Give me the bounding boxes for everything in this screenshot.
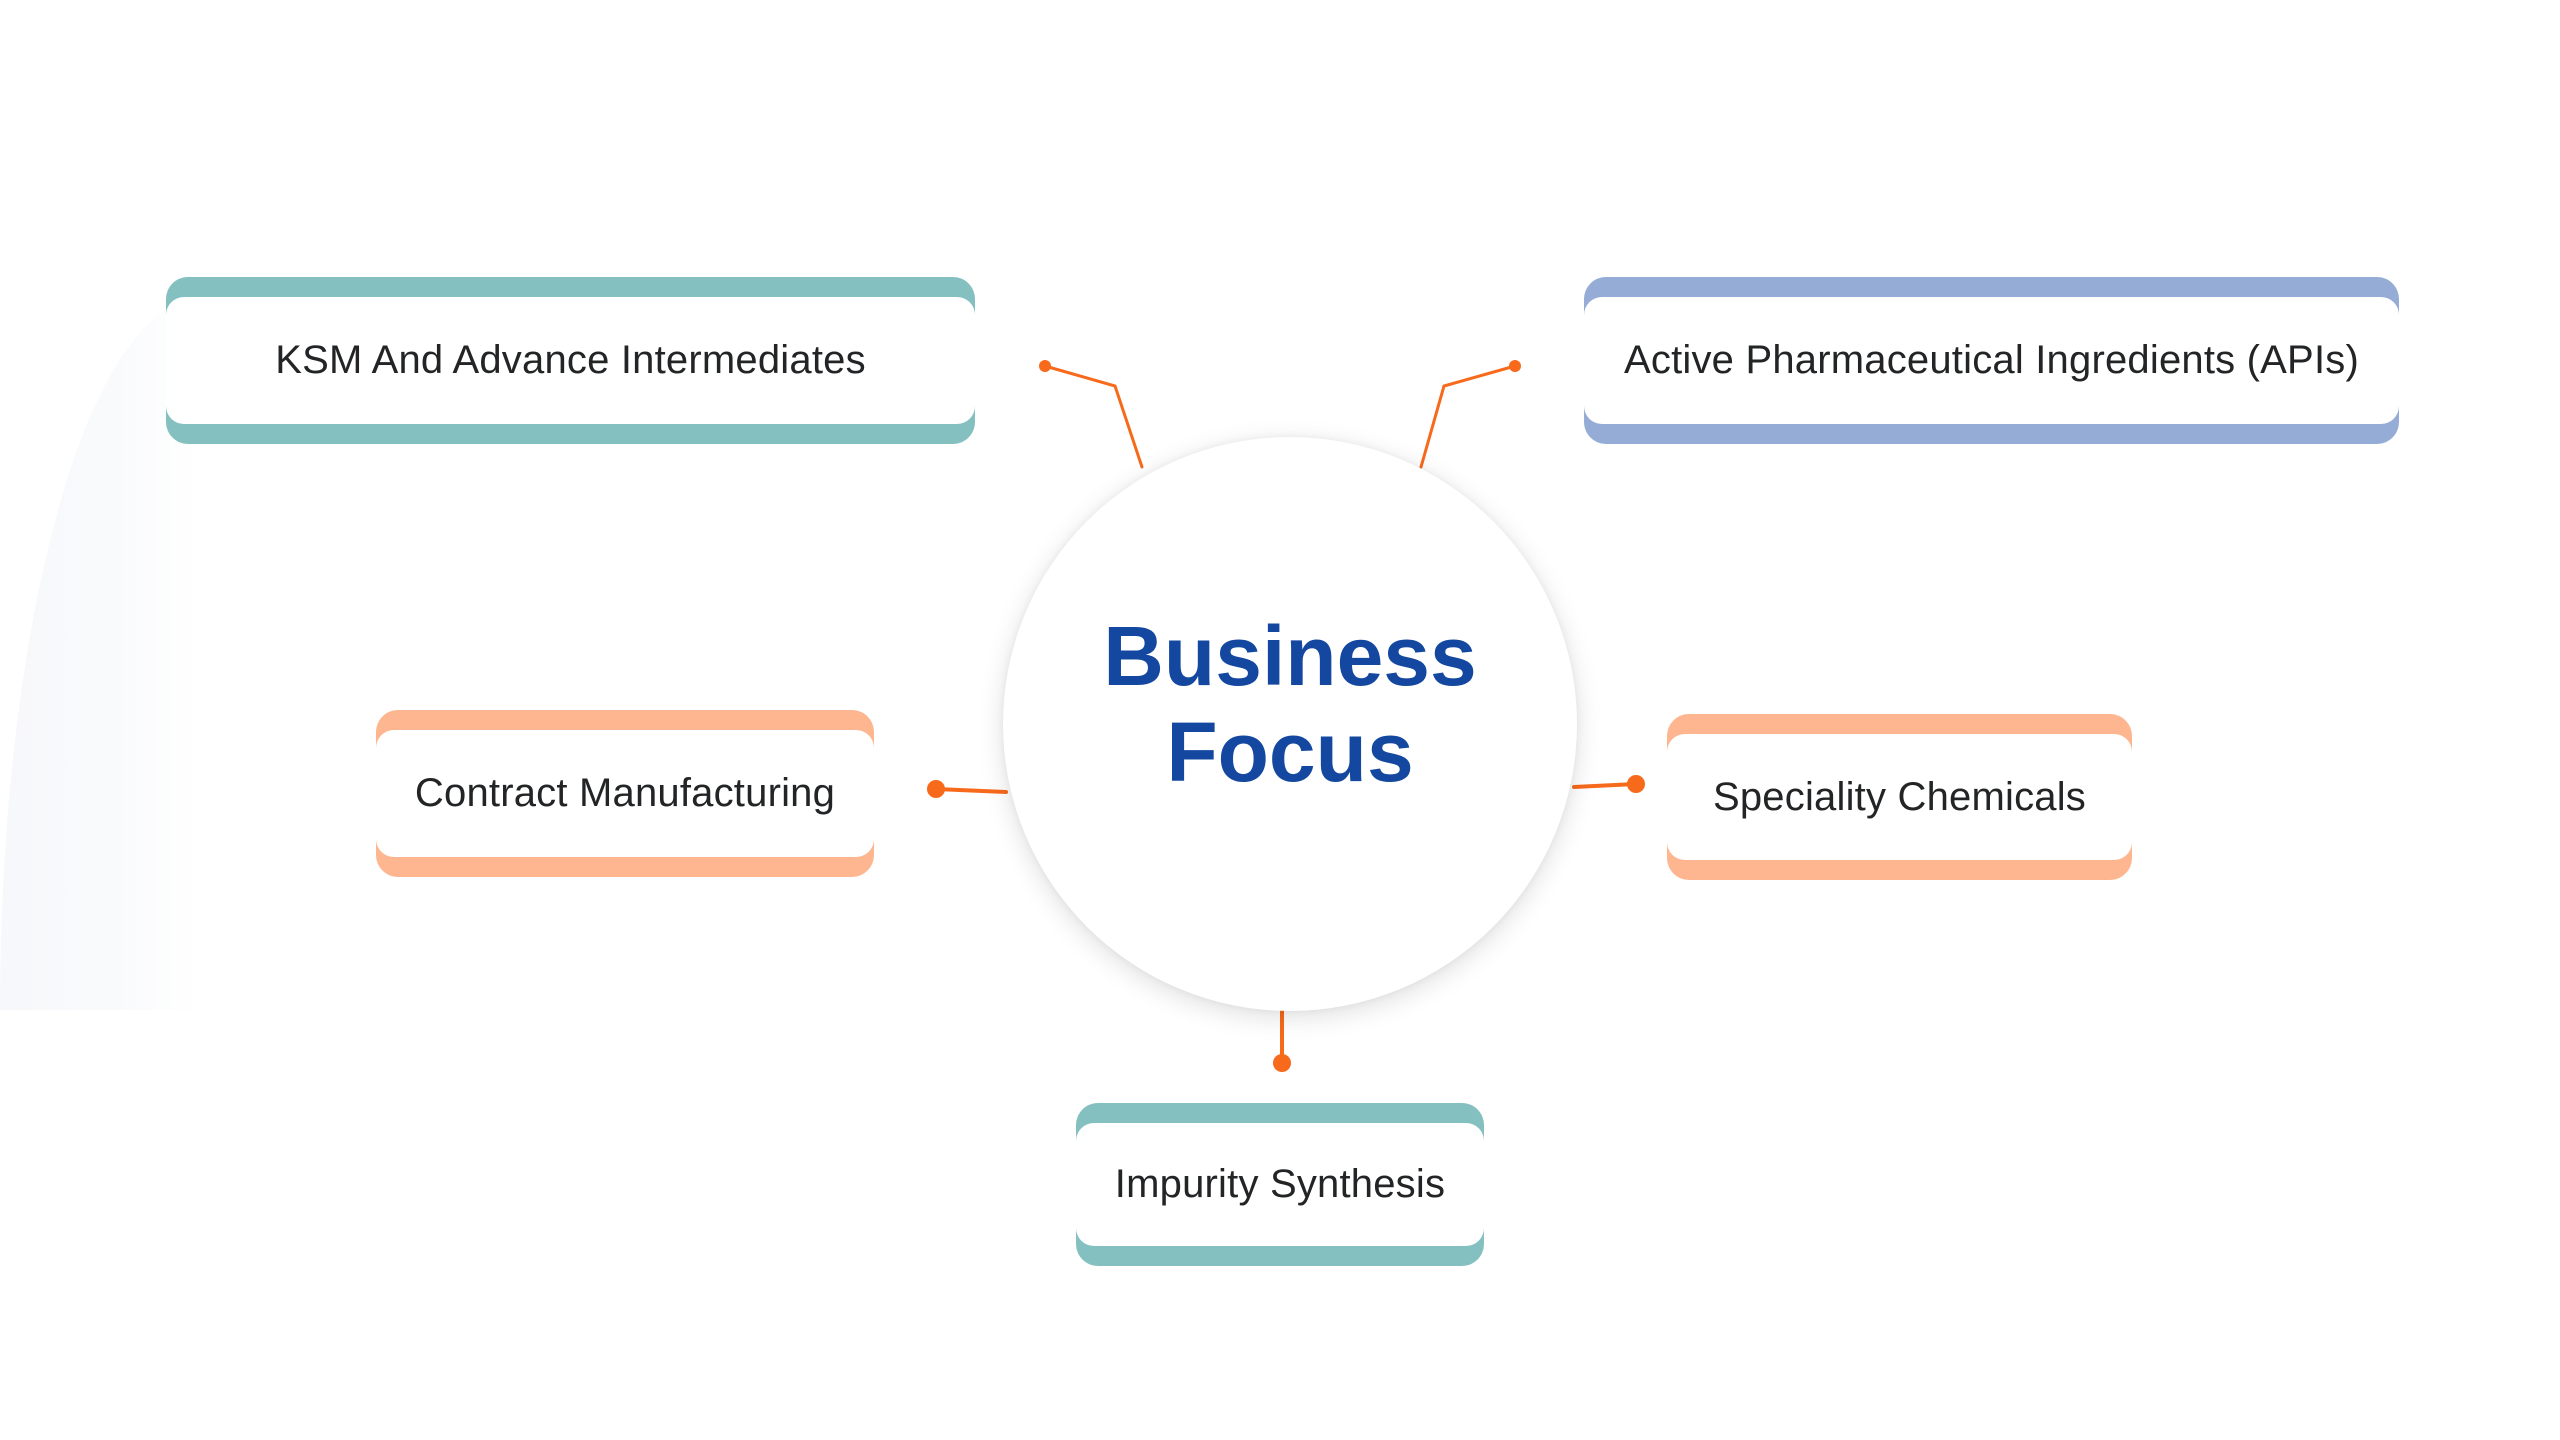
connector-dot-contract: [927, 780, 945, 798]
node-body: Contract Manufacturing: [376, 730, 874, 857]
node-ksm-intermediates: KSM And Advance Intermediates: [166, 277, 975, 444]
node-contract-manufacturing: Contract Manufacturing: [376, 710, 874, 877]
node-impurity-synthesis: Impurity Synthesis: [1076, 1103, 1484, 1266]
node-label: Contract Manufacturing: [414, 771, 836, 815]
connector-dot-api: [1509, 360, 1521, 372]
node-body: Active Pharmaceutical Ingredients (APIs): [1584, 297, 2399, 424]
node-label: Speciality Chemicals: [1712, 774, 2087, 819]
connector-contract: [934, 787, 1008, 794]
node-label: KSM And Advance Intermediates: [275, 338, 866, 382]
connector-speciality: [1572, 782, 1638, 789]
connector-dot-ksm: [1039, 360, 1051, 372]
hub-title: Business Focus: [1103, 608, 1477, 800]
connector-dot-speciality: [1627, 775, 1645, 793]
node-speciality-chemicals: Speciality Chemicals: [1667, 714, 2132, 880]
node-body: Speciality Chemicals: [1667, 734, 2132, 860]
node-body: Impurity Synthesis: [1076, 1123, 1484, 1246]
connector-api: [1419, 364, 1517, 469]
hub-title-line1: Business: [1103, 609, 1477, 703]
connector-ksm: [1043, 364, 1144, 469]
hub-title-line2: Focus: [1166, 705, 1414, 799]
hub-circle: Business Focus: [1003, 437, 1577, 1011]
connector-dot-impurity: [1273, 1054, 1291, 1072]
node-label: Impurity Synthesis: [1114, 1162, 1446, 1206]
node-apis: Active Pharmaceutical Ingredients (APIs): [1584, 277, 2399, 444]
node-label: Active Pharmaceutical Ingredients (APIs): [1624, 338, 2359, 382]
node-body: KSM And Advance Intermediates: [166, 297, 975, 424]
